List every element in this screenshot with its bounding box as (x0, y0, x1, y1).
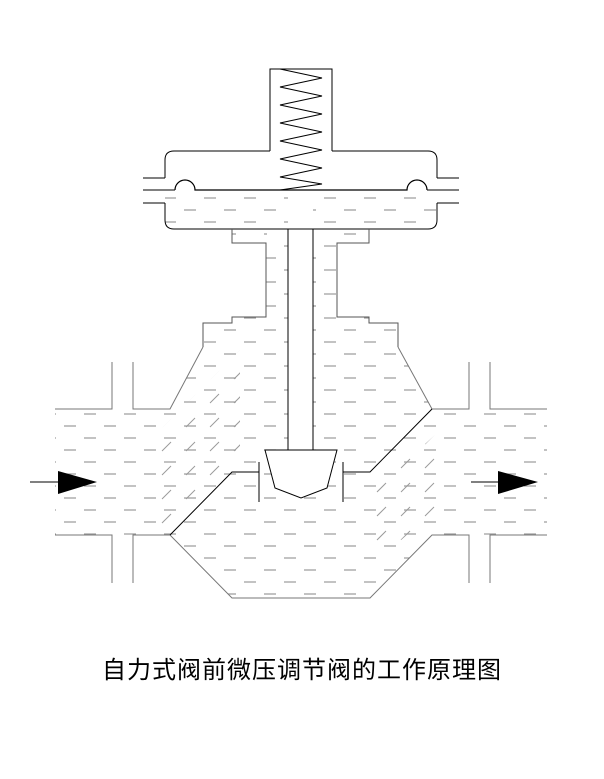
flow-slash (161, 441, 172, 452)
flow-slash (449, 555, 458, 564)
flow-slash (400, 530, 411, 541)
flow-slash (424, 482, 435, 493)
impulse-pipes (143, 177, 459, 204)
flow-slash (376, 530, 387, 541)
flow-slash (161, 369, 172, 380)
diaphragm-chamber (164, 150, 438, 230)
flow-slash (376, 482, 387, 493)
valve-stem (287, 229, 314, 450)
diaphragm (174, 179, 428, 191)
flow-slash (209, 441, 220, 452)
flow-slash (400, 506, 411, 517)
flow-slash (185, 350, 196, 356)
flow-slash (424, 554, 435, 565)
flow-slash (161, 393, 172, 404)
valve-seat (169, 408, 433, 536)
flow-slash (424, 458, 435, 469)
flow-slash (376, 506, 387, 517)
flow-slash (185, 465, 196, 476)
diagram-caption: 自力式阀前微压调节阀的工作原理图 (102, 656, 502, 684)
arrow-right-icon (30, 471, 97, 494)
flow-slash (185, 489, 196, 500)
valve-body (55, 346, 547, 599)
flow-slash (400, 458, 411, 469)
flow-slash (400, 482, 411, 493)
flow-slash (233, 393, 240, 404)
flow-slash (233, 441, 240, 452)
flow-slash (233, 369, 240, 380)
flow-slash (209, 417, 220, 428)
flow-slash (424, 506, 435, 517)
flow-slash (161, 489, 172, 500)
flow-slash (209, 465, 220, 476)
flow-slash (161, 465, 172, 476)
flow-slash (233, 417, 240, 428)
flow-slash (185, 441, 196, 452)
valve-plug (264, 449, 338, 499)
flow-slash (161, 350, 172, 356)
flow-slash (185, 417, 196, 428)
flow-slash (161, 513, 172, 524)
valve-bonnet (202, 229, 399, 347)
spring-housing (269, 68, 333, 151)
flow-slash (209, 393, 220, 404)
spring-icon (279, 68, 323, 191)
arrow-right-icon (471, 471, 538, 494)
